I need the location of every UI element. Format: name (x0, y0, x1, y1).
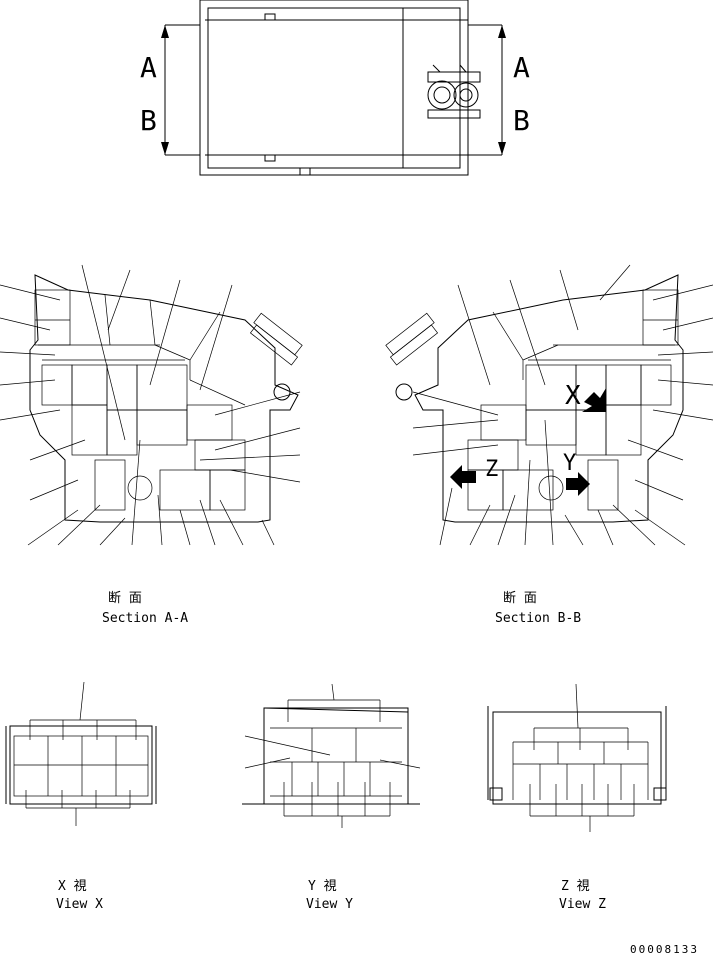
section-aa-title: Section A-A (102, 611, 188, 626)
view-z-arrow (450, 465, 476, 489)
view-x-title-jp: X 視 (58, 879, 87, 894)
view-x-title: View X (56, 897, 103, 912)
view-y-title-jp: Y 視 (308, 879, 337, 894)
section-mark-b-left: B (140, 104, 157, 137)
drawing-number: 00008133 (630, 943, 699, 956)
section-aa-view: 断 面 Section A-A (0, 264, 303, 626)
section-bb-title: Section B-B (495, 611, 581, 626)
section-mark-a-right: A (513, 51, 530, 84)
view-y-arrow (566, 472, 590, 496)
section-bb-title-jp: 断 面 (503, 591, 537, 606)
motor-assembly-aa (249, 312, 303, 366)
view-mark-z: Z (485, 457, 498, 482)
section-aa-title-jp: 断 面 (108, 591, 142, 606)
view-mark-x: X (565, 381, 581, 411)
view-x-drawing: X 視 View X (5, 681, 157, 912)
view-y-drawing: Y 視 View Y (242, 683, 421, 912)
top-plan-view: A B A B (140, 0, 530, 176)
view-x-arrow (582, 388, 606, 412)
section-mark-b-right: B (513, 104, 530, 137)
view-z-title: View Z (559, 897, 606, 912)
view-z-drawing: Z 視 View Z (487, 683, 667, 912)
section-mark-a-left: A (140, 51, 157, 84)
motor-assembly (427, 64, 481, 119)
view-y-title: View Y (306, 897, 353, 912)
section-bb-view: X Y Z 断 面 (385, 264, 713, 626)
view-mark-y: Y (563, 451, 576, 476)
view-z-title-jp: Z 視 (561, 879, 590, 894)
motor-assembly-bb (385, 312, 439, 366)
